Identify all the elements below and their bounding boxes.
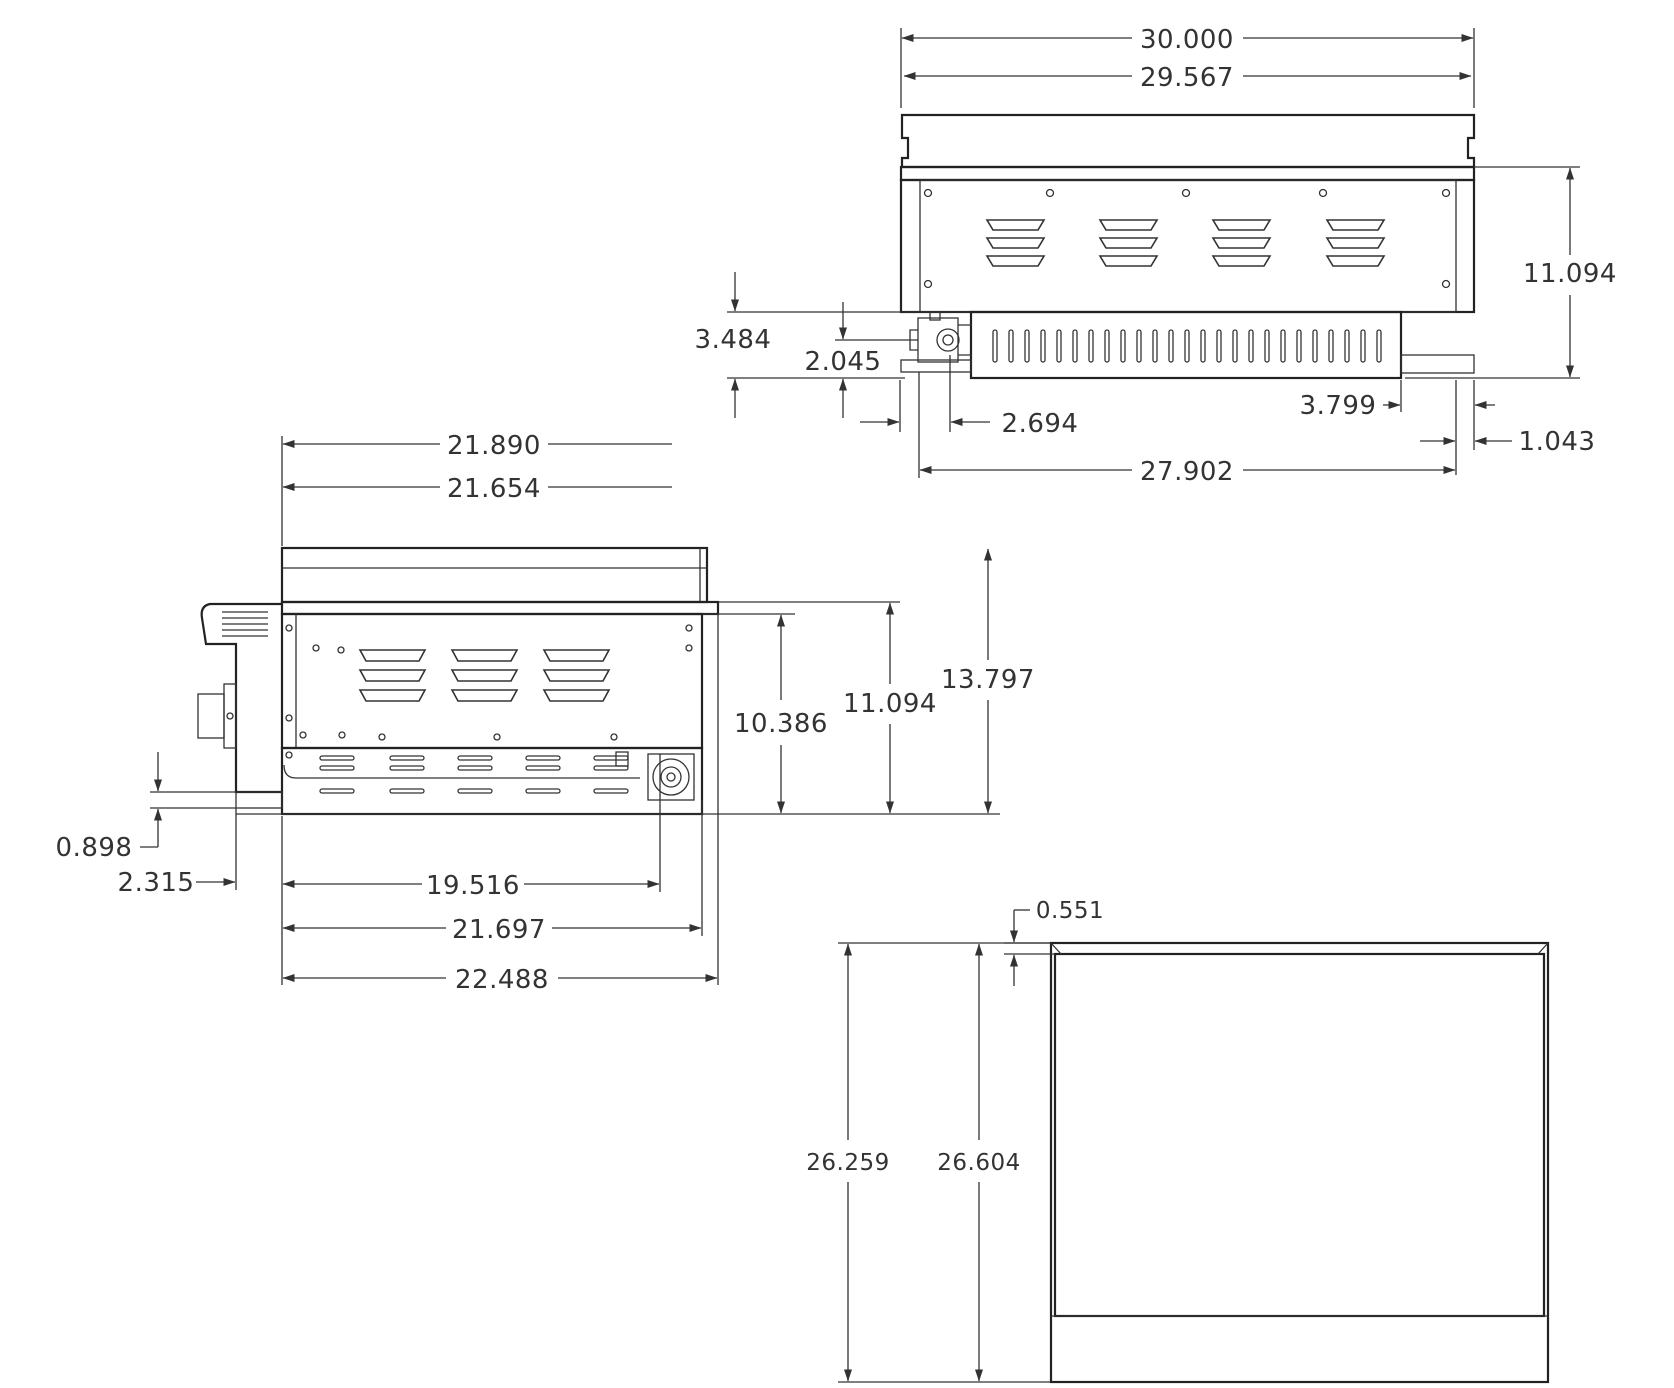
dim-height-11094: 11.094 [843,689,937,719]
dim-1043: 1.043 [1519,427,1596,457]
dim-front-height: 11.094 [1523,259,1617,289]
front-view: 30.000 29.567 11.094 3.484 2.045 2.694 3… [695,25,1617,487]
gas-connector-icon [647,753,695,801]
dim-height-10386: 10.386 [734,709,828,739]
dim-3799: 3.799 [1300,391,1377,421]
top-view: 0.551 26.259 26.604 [806,898,1550,1384]
dim-base-width: 27.902 [1140,457,1234,487]
dim-2045: 2.045 [805,347,882,377]
dim-depth-19516: 19.516 [426,871,520,901]
dim-top-width: 29.567 [1140,63,1234,93]
dim-2694: 2.694 [1002,409,1079,439]
dim-depth-22488: 22.488 [455,965,549,995]
dim-3484: 3.484 [695,325,772,355]
side-view: 21.890 21.654 10.386 11.094 13.797 0.898… [56,431,1035,995]
dim-depth-21697: 21.697 [452,915,546,945]
dim-overall-width: 30.000 [1140,25,1234,55]
dim-0898: 0.898 [56,833,133,863]
dim-top-depth: 21.890 [447,431,541,461]
gas-valve-icon [909,311,972,363]
dim-depth-26604: 26.604 [937,1150,1020,1176]
dim-top-depth-inner: 21.654 [447,474,541,504]
dim-height-13797: 13.797 [941,665,1035,695]
dim-2315: 2.315 [118,868,195,898]
dim-0551: 0.551 [1036,898,1104,924]
dim-depth-26259: 26.259 [806,1150,889,1176]
